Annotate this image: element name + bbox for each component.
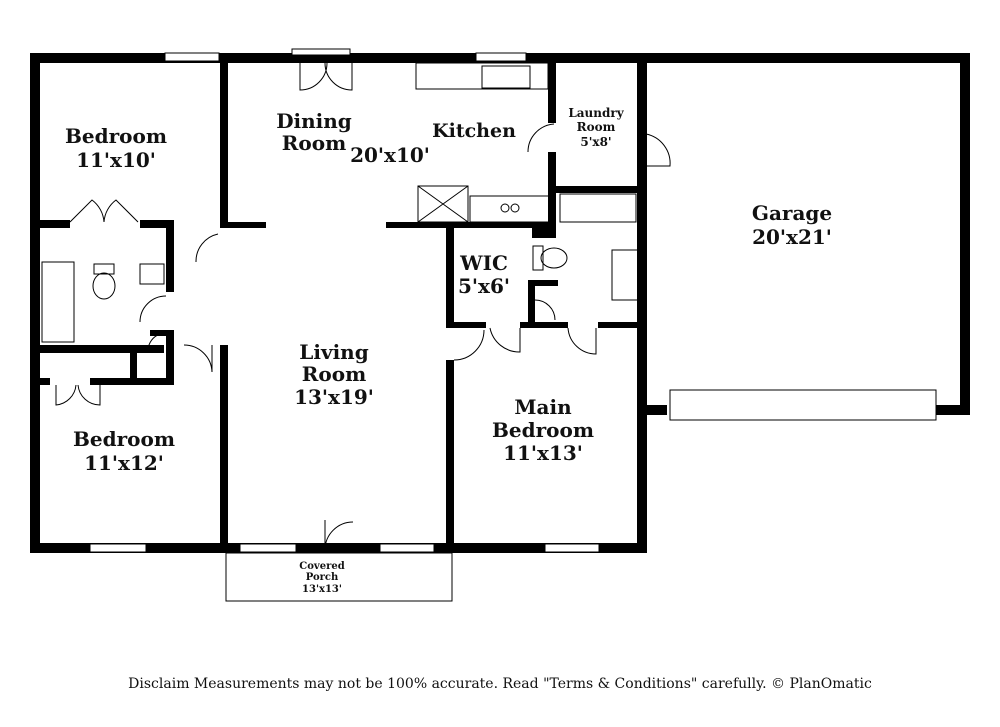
main-bedroom-name2: Bedroom xyxy=(492,418,594,442)
porch-name1: Covered xyxy=(299,561,344,572)
bedroom2-size: 11'x12' xyxy=(84,451,164,475)
main-bedroom-name1: Main xyxy=(514,395,572,419)
doors xyxy=(55,62,671,551)
laundry-name1: Laundry xyxy=(568,106,624,120)
garage-name: Garage xyxy=(752,201,832,225)
living-name1: Living xyxy=(299,340,368,364)
bedroom2-name: Bedroom xyxy=(73,427,175,451)
living-name2: Room xyxy=(302,362,366,386)
kitchen-name: Kitchen xyxy=(432,120,516,142)
bedroom1-size: 11'x10' xyxy=(76,148,156,172)
laundry-size: 5'x8' xyxy=(580,135,611,149)
porch-size: 13'x13' xyxy=(302,584,342,595)
interior-walls xyxy=(40,63,640,548)
dining-size: 20'x10' xyxy=(350,143,430,167)
fixtures xyxy=(41,62,937,602)
bedroom1-name: Bedroom xyxy=(65,124,167,148)
disclaimer: Disclaim Measurements may not be 100% ac… xyxy=(128,676,872,692)
dining-name1: Dining xyxy=(276,109,352,133)
laundry-name2: Room xyxy=(577,120,616,134)
garage-size: 20'x21' xyxy=(752,225,832,249)
living-size: 13'x19' xyxy=(294,385,374,409)
main-bedroom-size: 11'x13' xyxy=(503,441,583,465)
wic-name: WIC xyxy=(459,251,508,275)
windows xyxy=(89,48,600,553)
porch-name2: Porch xyxy=(306,572,339,583)
dining-name2: Room xyxy=(282,131,346,155)
wic-size: 5'x6' xyxy=(458,274,510,298)
